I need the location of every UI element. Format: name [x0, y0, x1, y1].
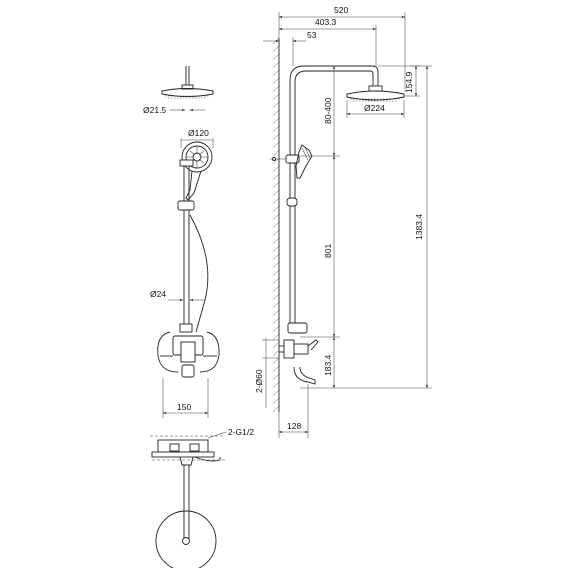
label-flange-diameter: 2-Ø60: [254, 369, 264, 393]
dimension-total-width: 520: [278, 5, 406, 92]
dimension-inlet-spacing: 150: [162, 378, 209, 418]
side-view: Ø224 520: [254, 5, 432, 438]
label-spout-projection: 128: [287, 421, 301, 431]
label-wall-offset: 53: [307, 30, 317, 40]
dimension-adjust-range: 80-400: [298, 65, 340, 157]
dimension-flange-diameter: 2-Ø60: [254, 338, 279, 408]
label-head-thickness: 154.9: [404, 71, 414, 93]
dimension-arm-length: 403.3: [278, 17, 377, 66]
overhead-shower-head-front: [161, 66, 214, 99]
label-arm-length: 403.3: [315, 17, 337, 27]
label-inlet-thread: 2-G1/2: [228, 427, 254, 437]
dimension-riser-diameter: Ø24: [150, 289, 205, 301]
label-rail-length: 801: [323, 244, 333, 258]
slide-rail-front: [177, 159, 209, 333]
dimension-spout-height: 183.4: [323, 336, 335, 389]
hand-shower-side: [270, 144, 313, 207]
label-pipe-diameter: Ø21.5: [143, 105, 166, 115]
label-inlet-spacing: 150: [177, 402, 191, 412]
hand-shower-front: Ø120: [180, 128, 214, 201]
mixer-top-view: 2-G1/2: [150, 427, 254, 568]
label-handshower-diameter: Ø120: [188, 128, 209, 138]
riser-and-arm-side: [289, 65, 383, 330]
label-adjust-range: 80-400: [323, 97, 333, 124]
label-riser-diameter: Ø24: [150, 289, 166, 299]
wall-hatch: [272, 37, 280, 413]
overhead-shower-head-side: [346, 90, 405, 102]
dimension-pipe-diameter: Ø21.5: [143, 105, 205, 115]
label-head-diameter-side: Ø224: [364, 103, 385, 113]
mixer-side: [279, 322, 319, 385]
mixer-front: [157, 331, 220, 378]
dimension-wall-offset: 53: [263, 30, 317, 66]
dimension-rail-length: 801: [300, 155, 340, 338]
dimension-total-height: 1383.4: [300, 65, 432, 389]
label-total-width: 520: [334, 5, 348, 15]
dimension-spout-projection: 128: [278, 384, 309, 438]
front-view: Ø21.5 Ø120 Ø24: [143, 66, 254, 568]
dimension-head-diameter-side: Ø224: [346, 100, 405, 118]
label-spout-height: 183.4: [323, 354, 333, 376]
label-total-height: 1383.4: [414, 214, 424, 240]
